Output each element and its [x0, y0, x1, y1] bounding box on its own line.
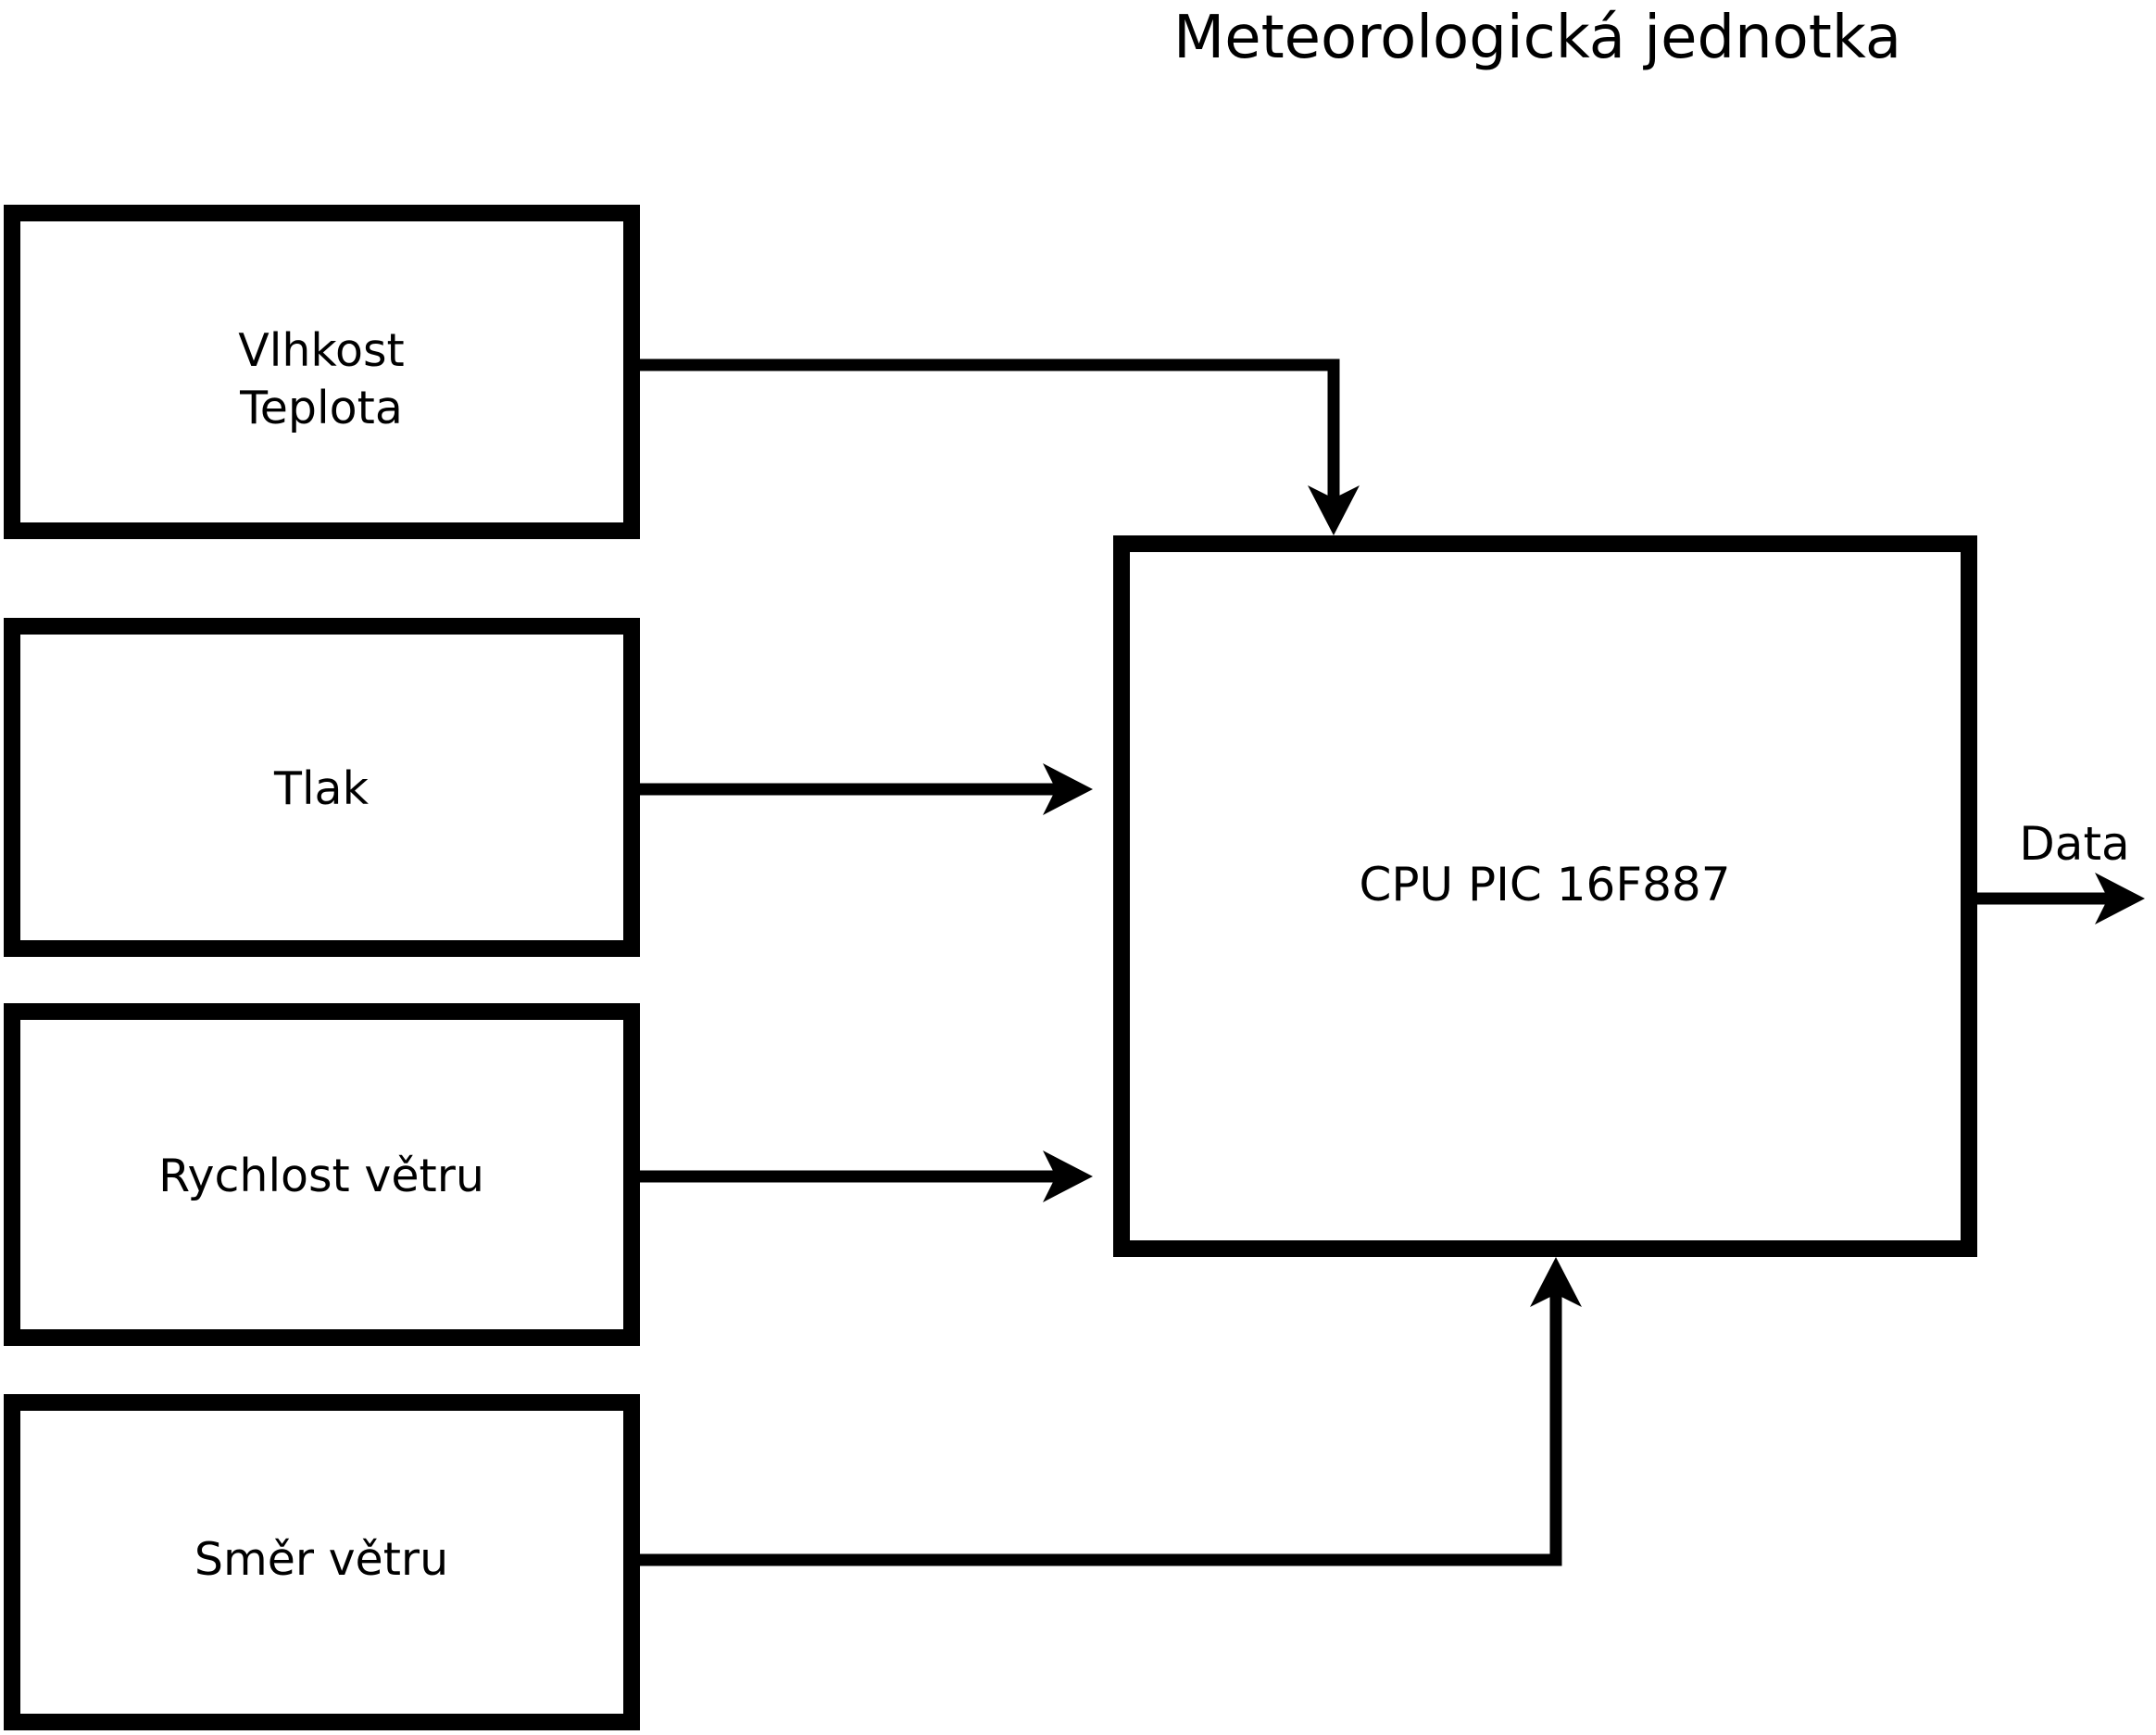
arrow-up-icon	[1530, 1257, 1582, 1307]
sensor-box-vlhkost-teplota-frame	[4, 205, 640, 539]
sensor-box-tlak: Tlak	[4, 618, 640, 957]
arrow-right-icon	[1043, 1150, 1093, 1202]
arrow-right-icon	[2095, 873, 2145, 924]
sensor-label-tlak: Tlak	[273, 762, 370, 815]
wire-vlhkost-teplota-to-cpu	[634, 358, 1360, 535]
sensor-box-vlhkost-teplota: Vlhkost Teplota	[4, 205, 640, 539]
sensor-box-rychlost-vetru-frame	[4, 1003, 640, 1346]
data-output-label: Data	[2019, 817, 2129, 871]
wire-rychlost-vetru-to-cpu	[634, 1150, 1093, 1202]
wire-smer-vetru-line	[634, 1292, 1562, 1566]
sensor-label-vlhkost: Vlhkost	[238, 324, 405, 377]
sensor-label-rychlost-vetru: Rychlost větru	[158, 1150, 484, 1202]
cpu-box: CPU PIC 16F887	[1113, 535, 1977, 1257]
sensor-label-smer-vetru: Směr větru	[194, 1533, 448, 1586]
wire-smer-vetru-to-cpu	[634, 1257, 1582, 1566]
cpu-box-frame	[1113, 535, 1977, 1257]
sensor-box-smer-vetru: Směr větru	[4, 1394, 640, 1730]
arrow-right-icon	[1043, 763, 1093, 815]
arrow-down-icon	[1308, 485, 1360, 535]
wire-vlhkost-teplota-line	[634, 358, 1340, 502]
sensor-label-teplota: Teplota	[239, 382, 403, 434]
sensor-box-rychlost-vetru: Rychlost větru	[4, 1003, 640, 1346]
wire-cpu-to-data-output: Data	[1971, 817, 2145, 924]
cpu-label: CPU PIC 16F887	[1359, 858, 1730, 912]
diagram-title: Meteorologická jednotka	[1173, 4, 1901, 72]
sensor-box-smer-vetru-frame	[4, 1394, 640, 1730]
sensor-box-tlak-frame	[4, 618, 640, 957]
wire-tlak-to-cpu	[634, 763, 1093, 815]
